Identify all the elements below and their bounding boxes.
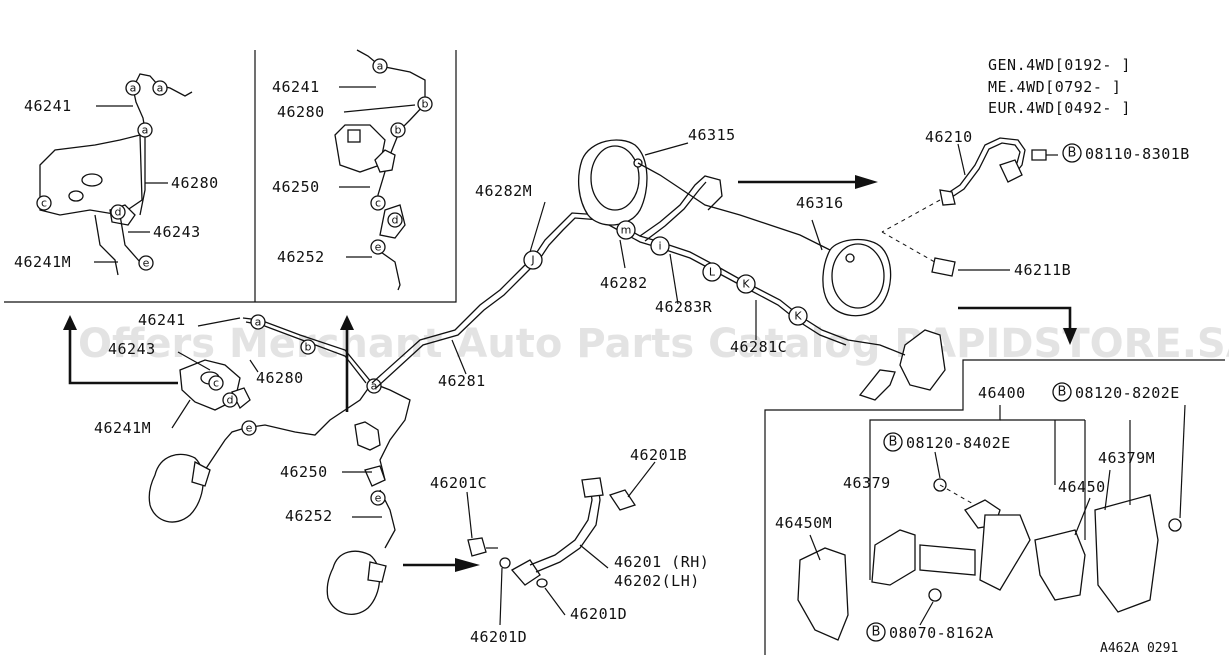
svg-text:B: B [889, 435, 898, 450]
svg-text:i: i [658, 240, 661, 253]
bolt-08070-8162A: B 08070-8162A [866, 601, 994, 642]
label-46316: 46316 [796, 194, 844, 212]
svg-text:c: c [375, 197, 381, 210]
label-46243-b: 46243 [108, 340, 156, 358]
svg-text:c: c [213, 377, 219, 390]
label-46252-b: 46252 [285, 507, 333, 525]
label-46281: 46281 [438, 372, 486, 390]
svg-text:a: a [142, 124, 149, 137]
label-46201C: 46201C [430, 474, 487, 492]
bolt-08120-8402E: B 08120-8402E [883, 432, 1011, 479]
bolt-08120-8202E: B 08120-8202E [1052, 382, 1180, 402]
svg-text:08110-8301B: 08110-8301B [1085, 145, 1190, 163]
label-46400: 46400 [978, 384, 1026, 402]
front-brake-assembly [148, 317, 411, 615]
svg-text:B: B [872, 625, 881, 640]
label-46241M-a: 46241M [14, 253, 71, 271]
svg-text:K: K [742, 278, 750, 291]
svg-text:b: b [422, 98, 429, 111]
rear-bracket [847, 329, 946, 401]
inset-arrows [63, 315, 354, 412]
label-46280-a: 46280 [171, 174, 219, 192]
pointer-arrows [403, 175, 1077, 572]
inset-left-parts [39, 73, 193, 276]
label-46379: 46379 [843, 474, 891, 492]
watermark: Offers Merchant Auto Parts Catalog RAPID… [78, 321, 1229, 367]
label-46281C: 46281C [730, 338, 787, 356]
svg-text:d: d [392, 214, 399, 227]
label-46250-b: 46250 [280, 463, 328, 481]
rear-cable [637, 162, 831, 251]
svg-text:d: d [227, 394, 234, 407]
label-46210: 46210 [925, 128, 973, 146]
label-46282M: 46282M [475, 182, 532, 200]
label-46241M-b: 46241M [94, 419, 151, 437]
diagram-code: A462A 0291 [1100, 641, 1178, 656]
label-46201-rh: 46201 (RH) [614, 553, 709, 571]
svg-text:b: b [395, 124, 402, 137]
label-46379M: 46379M [1098, 449, 1155, 467]
bolt-08110-8301B: B 08110-8301B [1062, 143, 1190, 163]
label-46250-a: 46250 [272, 178, 320, 196]
svg-text:B: B [1058, 385, 1067, 400]
rear-drum-right [822, 238, 892, 317]
hose-46210 [881, 137, 1058, 277]
inset-left-callouts: a a a c d e [36, 80, 168, 271]
note-eur: EUR.4WD[0492- ] [988, 99, 1131, 117]
svg-text:d: d [115, 206, 122, 219]
svg-text:c: c [41, 197, 47, 210]
label-46241-c: 46241 [138, 311, 186, 329]
label-46283R: 46283R [655, 298, 713, 316]
svg-text:b: b [305, 341, 312, 354]
inset-frames [4, 50, 1225, 655]
rear-drum-left [577, 139, 648, 226]
pedal-leaders [809, 404, 1186, 580]
svg-text:m: m [621, 224, 632, 237]
svg-text:B: B [1068, 146, 1077, 161]
rear-callouts: J m i L K K [523, 220, 808, 326]
label-46280-b: 46280 [277, 103, 325, 121]
front-leaders [171, 317, 382, 518]
inset-left-leaders [94, 105, 168, 263]
svg-text:a: a [157, 82, 164, 95]
label-46315: 46315 [688, 126, 736, 144]
label-46280-c: 46280 [256, 369, 304, 387]
svg-text:08120-8202E: 08120-8202E [1075, 384, 1180, 402]
label-46252-a: 46252 [277, 248, 325, 266]
svg-text:K: K [794, 310, 802, 323]
svg-text:a: a [371, 380, 378, 393]
label-46202-lh: 46202(LH) [614, 572, 700, 590]
svg-text:J: J [530, 254, 534, 267]
label-46201B: 46201B [630, 446, 687, 464]
svg-text:e: e [246, 422, 253, 435]
svg-text:08070-8162A: 08070-8162A [889, 624, 994, 642]
label-46450M: 46450M [775, 514, 832, 532]
svg-text:08120-8402E: 08120-8402E [906, 434, 1011, 452]
label-46282: 46282 [600, 274, 648, 292]
label-46241-a: 46241 [24, 97, 72, 115]
label-46201D-b: 46201D [470, 628, 527, 646]
svg-text:a: a [130, 82, 137, 95]
front-callouts: a b a c d e e [208, 314, 386, 506]
label-46241-b: 46241 [272, 78, 320, 96]
inset-right-callouts: a b b c d e [370, 58, 433, 255]
label-46201D-a: 46201D [570, 605, 627, 623]
front-hose-46201 [467, 477, 637, 588]
inset-right-leaders [339, 86, 416, 258]
rear-leaders [451, 142, 823, 375]
note-gen: GEN.4WD[0192- ] [988, 56, 1131, 74]
note-me: ME.4WD[0792- ] [988, 78, 1121, 96]
svg-text:e: e [143, 257, 150, 270]
svg-text:e: e [375, 241, 382, 254]
svg-text:L: L [709, 266, 716, 279]
svg-text:e: e [375, 492, 382, 505]
label-46450: 46450 [1058, 478, 1106, 496]
label-46211B: 46211B [1014, 261, 1071, 279]
svg-text:a: a [255, 316, 262, 329]
pedal-bracket-assembly [797, 478, 1182, 641]
svg-text:a: a [377, 60, 384, 73]
label-46243: 46243 [153, 223, 201, 241]
front-hose-leaders [466, 461, 656, 626]
